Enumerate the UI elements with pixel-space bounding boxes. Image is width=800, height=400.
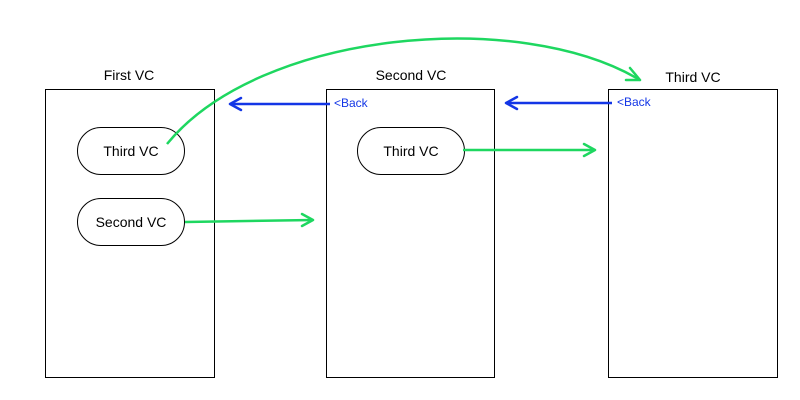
- first-vc-second-vc-button[interactable]: Second VC: [77, 198, 185, 246]
- second-vc-third-vc-button[interactable]: Third VC: [357, 127, 465, 175]
- back-arrowhead-second-to-first: [228, 96, 243, 112]
- first-vc-third-vc-button[interactable]: Third VC: [77, 127, 185, 175]
- third-vc-back-button[interactable]: <Back: [617, 95, 651, 109]
- arrow-first-to-third: [166, 37, 641, 145]
- arrowhead-second-to-third: [582, 142, 597, 158]
- back-arrowhead-third-to-second: [504, 95, 519, 111]
- arrowhead-first-to-second: [300, 212, 315, 228]
- second-vc-title: Second VC: [375, 67, 447, 83]
- arrowhead-first-to-third: [624, 66, 642, 82]
- third-vc-screen: [608, 89, 778, 378]
- second-vc-screen: [326, 89, 495, 378]
- first-vc-title: First VC: [103, 67, 155, 83]
- second-vc-back-button[interactable]: <Back: [334, 96, 368, 110]
- third-vc-title: Third VC: [665, 69, 721, 85]
- arrow-first-to-second: [184, 218, 314, 224]
